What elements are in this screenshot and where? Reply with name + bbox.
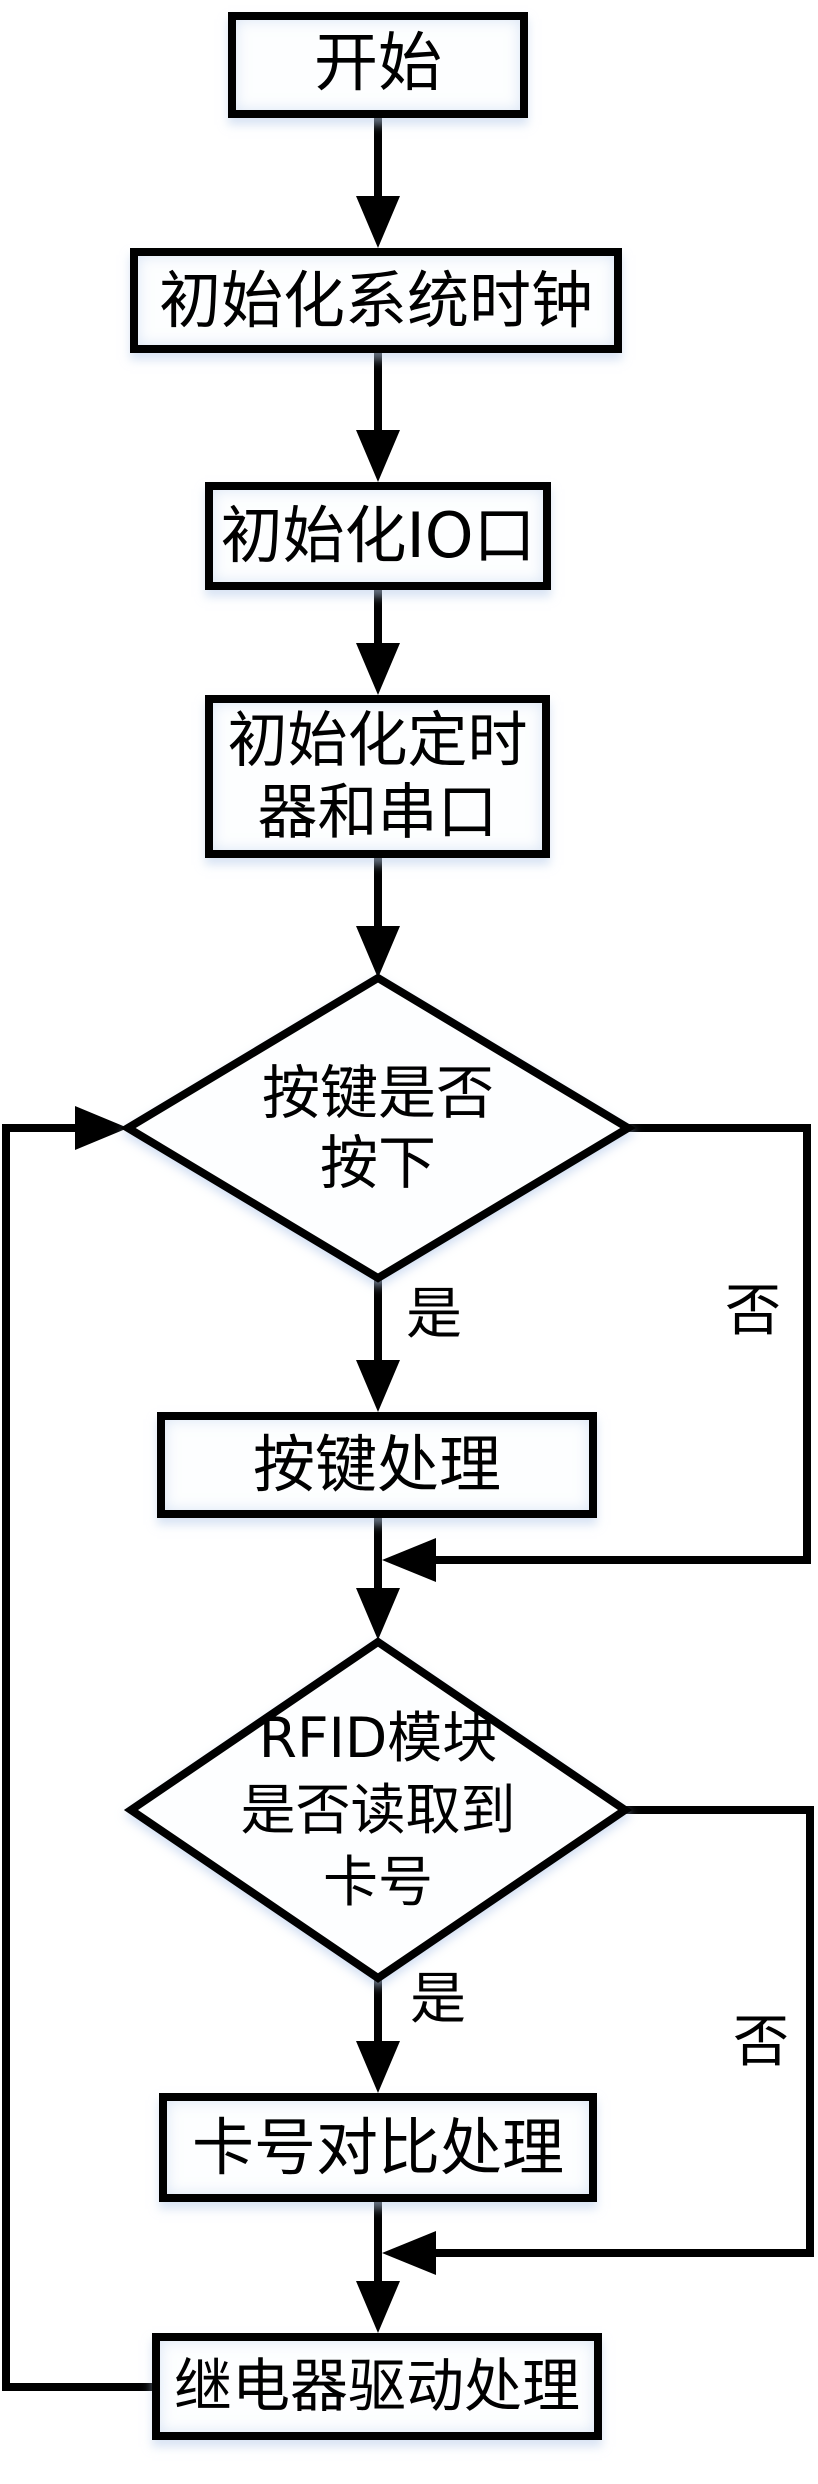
decision-rfid-read-label: RFID模块 是否读取到 卡号 (128, 1702, 628, 1918)
arrow-down-icon (356, 643, 400, 695)
decision-key-pressed-line2: 按下 (319, 1129, 436, 1197)
arrow-down-icon (356, 2281, 400, 2333)
decision-rfid-read-line2: 是否读取到 (240, 1778, 516, 1842)
arrow-right-icon (75, 1106, 128, 1150)
node-key-handle: 按键处理 (157, 1412, 597, 1518)
decision-key-pressed-line1: 按键是否 (261, 1059, 494, 1127)
label-rfid-no: 否 (733, 2010, 789, 2075)
arrow-down-icon (356, 1588, 400, 1640)
edge-relay-loopback (2, 1124, 152, 2391)
label-rfid-yes: 是 (410, 1967, 466, 2032)
node-init-clock: 初始化系统时钟 (130, 248, 622, 353)
arrow-left-icon (382, 2231, 436, 2275)
decision-rfid-read-shape (123, 1637, 633, 1983)
node-init-timer-serial-line1: 初始化定时 (227, 705, 528, 776)
node-init-io-label: 初始化IO口 (220, 499, 536, 573)
arrow-down-icon (356, 196, 400, 248)
arrow-down-icon (356, 430, 400, 482)
node-start: 开始 (228, 12, 528, 118)
node-relay-drive-label: 继电器驱动处理 (173, 2352, 580, 2421)
node-init-clock-label: 初始化系统时钟 (158, 263, 593, 337)
node-key-handle-label: 按键处理 (252, 1428, 501, 1502)
node-init-timer-serial-line2: 器和串口 (257, 777, 498, 848)
node-card-compare: 卡号对比处理 (159, 2093, 597, 2202)
decision-rfid-read-line1: RFID模块 (258, 1706, 498, 1770)
decision-rfid-read-line3: 卡号 (322, 1850, 433, 1914)
edge-key-no-bypass (436, 1124, 811, 1564)
node-init-io: 初始化IO口 (205, 482, 551, 590)
arrow-down-icon (356, 926, 400, 978)
edge-lines (2, 118, 814, 2391)
arrow-down-icon (356, 2041, 400, 2093)
node-card-compare-label: 卡号对比处理 (191, 2110, 564, 2184)
node-relay-drive: 继电器驱动处理 (152, 2333, 602, 2440)
arrowheads (75, 196, 436, 2333)
label-key-yes: 是 (406, 1282, 462, 1347)
label-key-no: 否 (725, 1279, 781, 1344)
decision-key-pressed-shape (120, 973, 636, 1283)
decision-key-pressed-label: 按键是否 按下 (178, 1058, 578, 1198)
arrow-down-icon (356, 1360, 400, 1412)
arrow-left-icon (382, 1538, 436, 1582)
edge-rfid-no-bypass (436, 1806, 814, 2257)
node-start-label: 开始 (314, 27, 442, 102)
node-init-timer-serial: 初始化定时 器和串口 (205, 695, 550, 858)
